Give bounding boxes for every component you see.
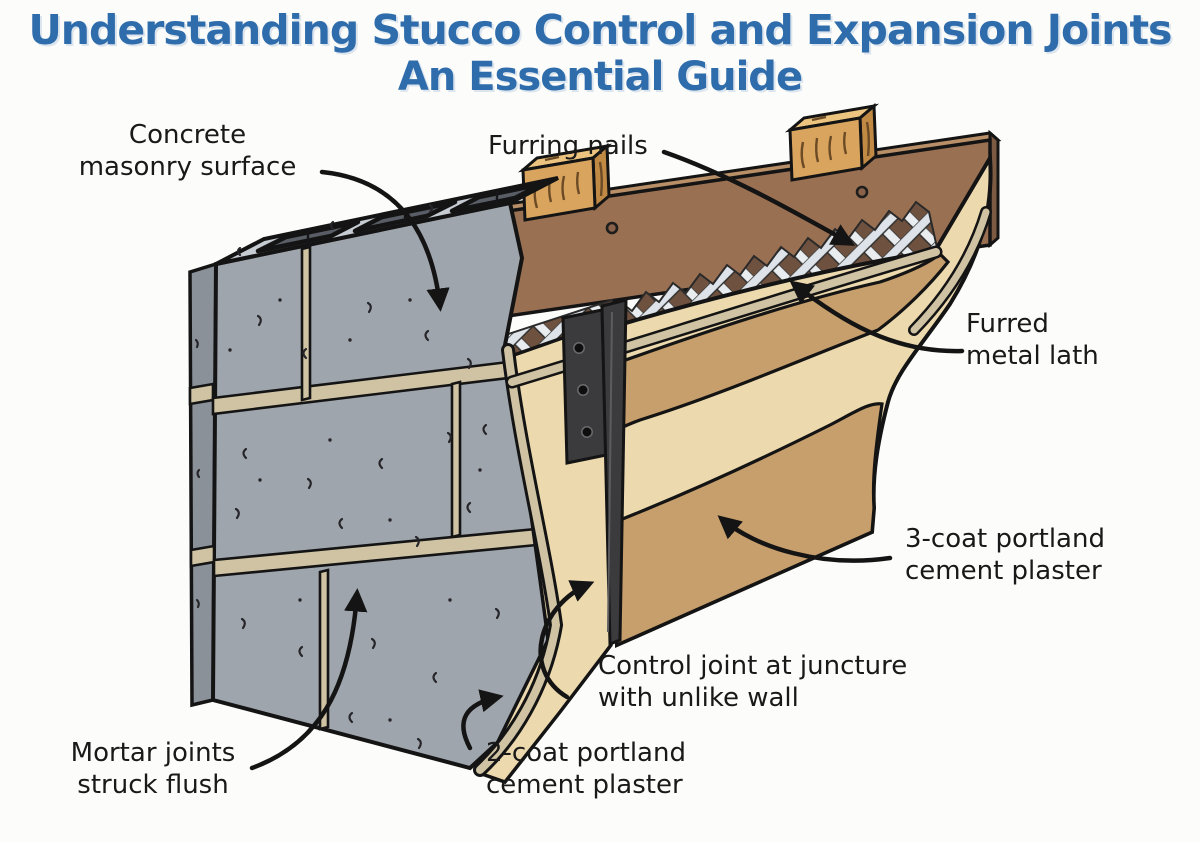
arrow-concrete-masonry [319, 169, 450, 312]
concrete-block-wall [188, 176, 559, 771]
arrow-furring-nails [661, 149, 856, 246]
page-title: Understanding Stucco Control and Expansi… [0, 6, 1200, 102]
wood-grain-icon [800, 115, 870, 169]
block-front-face [210, 200, 559, 771]
arrow-control-joint [538, 580, 595, 700]
title-line-2: An Essential Guide [397, 54, 803, 101]
plaster-brown-coat-band [618, 251, 951, 431]
concrete-speckles [194, 203, 500, 750]
arrow-three-coat [717, 515, 893, 563]
arrow-furred-metal-lath [789, 280, 965, 354]
mortar-joints [188, 245, 549, 731]
concrete-dots [228, 298, 482, 722]
plaster-finish-coat-mass [615, 402, 884, 648]
label-three-coat-plaster: 3-coat portland cement plaster [905, 524, 1105, 586]
title-line-1: Understanding Stucco Control and Expansi… [28, 6, 1173, 54]
nail-head-icon [605, 221, 619, 235]
label-furring-nails: Furring nails [488, 131, 648, 161]
furring-block-right [784, 102, 880, 182]
furring-block-left [517, 142, 613, 222]
screw-hole-icon [573, 342, 593, 438]
label-mortar-joints: Mortar joints struck flush [70, 738, 236, 800]
label-control-joint: Control joint at juncture with unlike wa… [598, 651, 908, 713]
label-furred-metal-lath: Furred metal lath [966, 309, 1099, 371]
arrow-two-coat [461, 689, 504, 751]
leader-arrows [249, 149, 965, 771]
control-joint [561, 298, 628, 647]
arrow-mortar-joints [249, 588, 368, 771]
nail-head-icon [855, 185, 869, 199]
label-concrete-masonry-surface: Concrete masonry surface [78, 120, 297, 182]
label-two-coat-plaster: 2-coat portland cement plaster [486, 738, 686, 800]
